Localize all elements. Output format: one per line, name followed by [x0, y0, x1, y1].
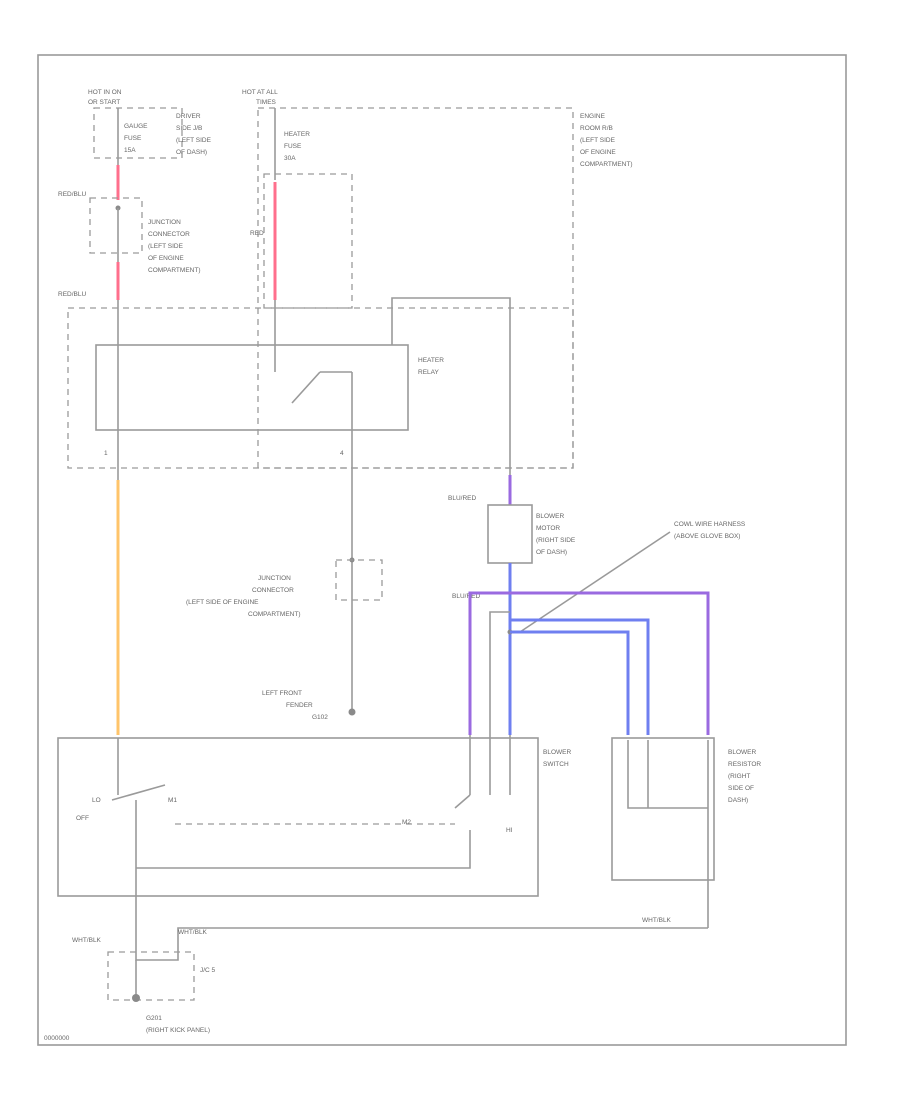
label-wht-blk-mid: WHT/BLK	[178, 929, 208, 936]
label-blower-motor-4: OF DASH)	[536, 549, 567, 556]
label-hot-in-on: HOT IN ON	[88, 89, 122, 96]
label-wht-blk-left: WHT/BLK	[72, 937, 102, 944]
label-gauge-amp: 15A	[124, 147, 136, 154]
label-heater-relay-2: RELAY	[418, 369, 439, 376]
label-left-fender-1: LEFT FRONT	[262, 690, 302, 697]
junction-box-2	[335, 559, 383, 601]
label-gauge-fuse: GAUGE	[124, 123, 148, 130]
label-m1: M1	[168, 797, 177, 804]
label-blower-switch-2: SWITCH	[543, 761, 569, 768]
label-jc-3: (LEFT SIDE	[148, 243, 184, 250]
label-pin-1: 1	[104, 450, 108, 457]
label-jc2-2: CONNECTOR	[252, 587, 294, 594]
label-wht-blk-right: WHT/BLK	[642, 917, 672, 924]
label-driver-jb-3: (LEFT SIDE	[176, 137, 212, 144]
label-blower-motor-2: MOTOR	[536, 525, 560, 532]
resistor-link	[627, 740, 708, 809]
driver-jb-box	[93, 107, 183, 159]
switch-arm-left	[111, 784, 166, 801]
label-left-fender-2: FENDER	[286, 702, 313, 709]
label-heater-relay-1: HEATER	[418, 357, 444, 364]
wire-relay-to-motor	[391, 297, 511, 475]
label-engine-relay-4: OF ENGINE	[580, 149, 616, 156]
label-blower-resistor-4: SIDE OF	[728, 785, 754, 792]
label-driver-jb-1: DRIVER	[176, 113, 201, 120]
wire-grey-link	[489, 611, 510, 735]
ground-left	[348, 708, 356, 716]
switch-arm-right	[454, 794, 471, 809]
label-jc2-3: (LEFT SIDE OF ENGINE	[186, 599, 259, 606]
label-driver-jb-2: SIDE J/B	[176, 125, 202, 132]
label-engine-relay-1: ENGINE	[580, 113, 606, 120]
label-blower-resistor-2: RESISTOR	[728, 761, 761, 768]
label-jc-5: COMPARTMENT)	[148, 267, 200, 274]
engine-relay-box	[257, 107, 574, 469]
label-heater-fuse-3: 30A	[284, 155, 296, 162]
junction-box-1	[89, 197, 143, 254]
label-heater-fuse-1: HEATER	[284, 131, 310, 138]
label-start: OR START	[88, 99, 120, 106]
label-cowl-2: (ABOVE GLOVE BOX)	[674, 533, 740, 540]
diagram-frame	[37, 54, 847, 1046]
label-red-wire: RED	[250, 230, 264, 237]
label-jc-1: JUNCTION	[148, 219, 181, 226]
label-blower-resistor-5: DASH)	[728, 797, 748, 804]
label-blu-red-top: BLU/RED	[448, 495, 476, 502]
ground-g201	[132, 994, 140, 1002]
cowl-leader	[519, 531, 671, 633]
label-cowl-1: COWL WIRE HARNESS	[674, 521, 746, 528]
wire-blue-resistor-2	[510, 618, 650, 735]
relay-outer-dash	[67, 307, 574, 469]
blower-motor-box	[487, 504, 533, 564]
label-pin-4: 4	[340, 450, 344, 457]
label-jc2-1: JUNCTION	[258, 575, 291, 582]
label-blu-red-mid: BLU/RED	[452, 593, 480, 600]
label-hot-at-all: HOT AT ALL	[242, 89, 278, 96]
label-blower-switch-1: BLOWER	[543, 749, 571, 756]
label-jc3: J/C 5	[200, 967, 216, 974]
label-left-fender-3: G102	[312, 714, 328, 721]
label-blower-resistor-1: BLOWER	[728, 749, 756, 756]
label-driver-jb-4: OF DASH)	[176, 149, 207, 156]
label-engine-relay-2: ROOM R/B	[580, 125, 613, 132]
label-blower-motor-3: (RIGHT SIDE	[536, 537, 576, 544]
label-jc-4: OF ENGINE	[148, 255, 184, 262]
label-times: TIMES	[256, 99, 277, 106]
label-red-blu-top: RED/BLU	[58, 191, 86, 198]
label-red-blu-bottom: RED/BLU	[58, 291, 86, 298]
jc5-link	[135, 945, 179, 961]
label-jc2-4: COMPARTMENT)	[248, 611, 300, 618]
jc5-box	[107, 951, 195, 1001]
wire-wht-blk	[177, 927, 708, 945]
label-heater-fuse-2: FUSE	[284, 143, 302, 150]
label-hi: HI	[506, 827, 513, 834]
heater-relay-box	[95, 344, 409, 431]
blower-resistor-box	[611, 737, 715, 881]
label-off: OFF	[76, 815, 89, 822]
blower-switch-box	[57, 737, 539, 897]
label-m2: M2	[402, 819, 411, 826]
label-lo: LO	[92, 797, 101, 804]
diagram-id: 0000000	[44, 1035, 70, 1042]
label-blower-motor-1: BLOWER	[536, 513, 564, 520]
fuse-box-right	[263, 173, 353, 309]
label-blower-resistor-3: (RIGHT	[728, 773, 750, 780]
wire-violet-loop	[468, 591, 710, 735]
label-jc-2: CONNECTOR	[148, 231, 190, 238]
label-g201-1: G201	[146, 1015, 162, 1022]
switch-common	[136, 830, 471, 869]
label-engine-relay-3: (LEFT SIDE	[580, 137, 616, 144]
wire-blue-resistor-1	[510, 630, 630, 735]
label-g201-2: (RIGHT KICK PANEL)	[146, 1027, 210, 1034]
relay-switch-arm	[291, 371, 321, 404]
label-gauge-fuse-2: FUSE	[124, 135, 142, 142]
label-engine-relay-5: COMPARTMENT)	[580, 161, 632, 168]
